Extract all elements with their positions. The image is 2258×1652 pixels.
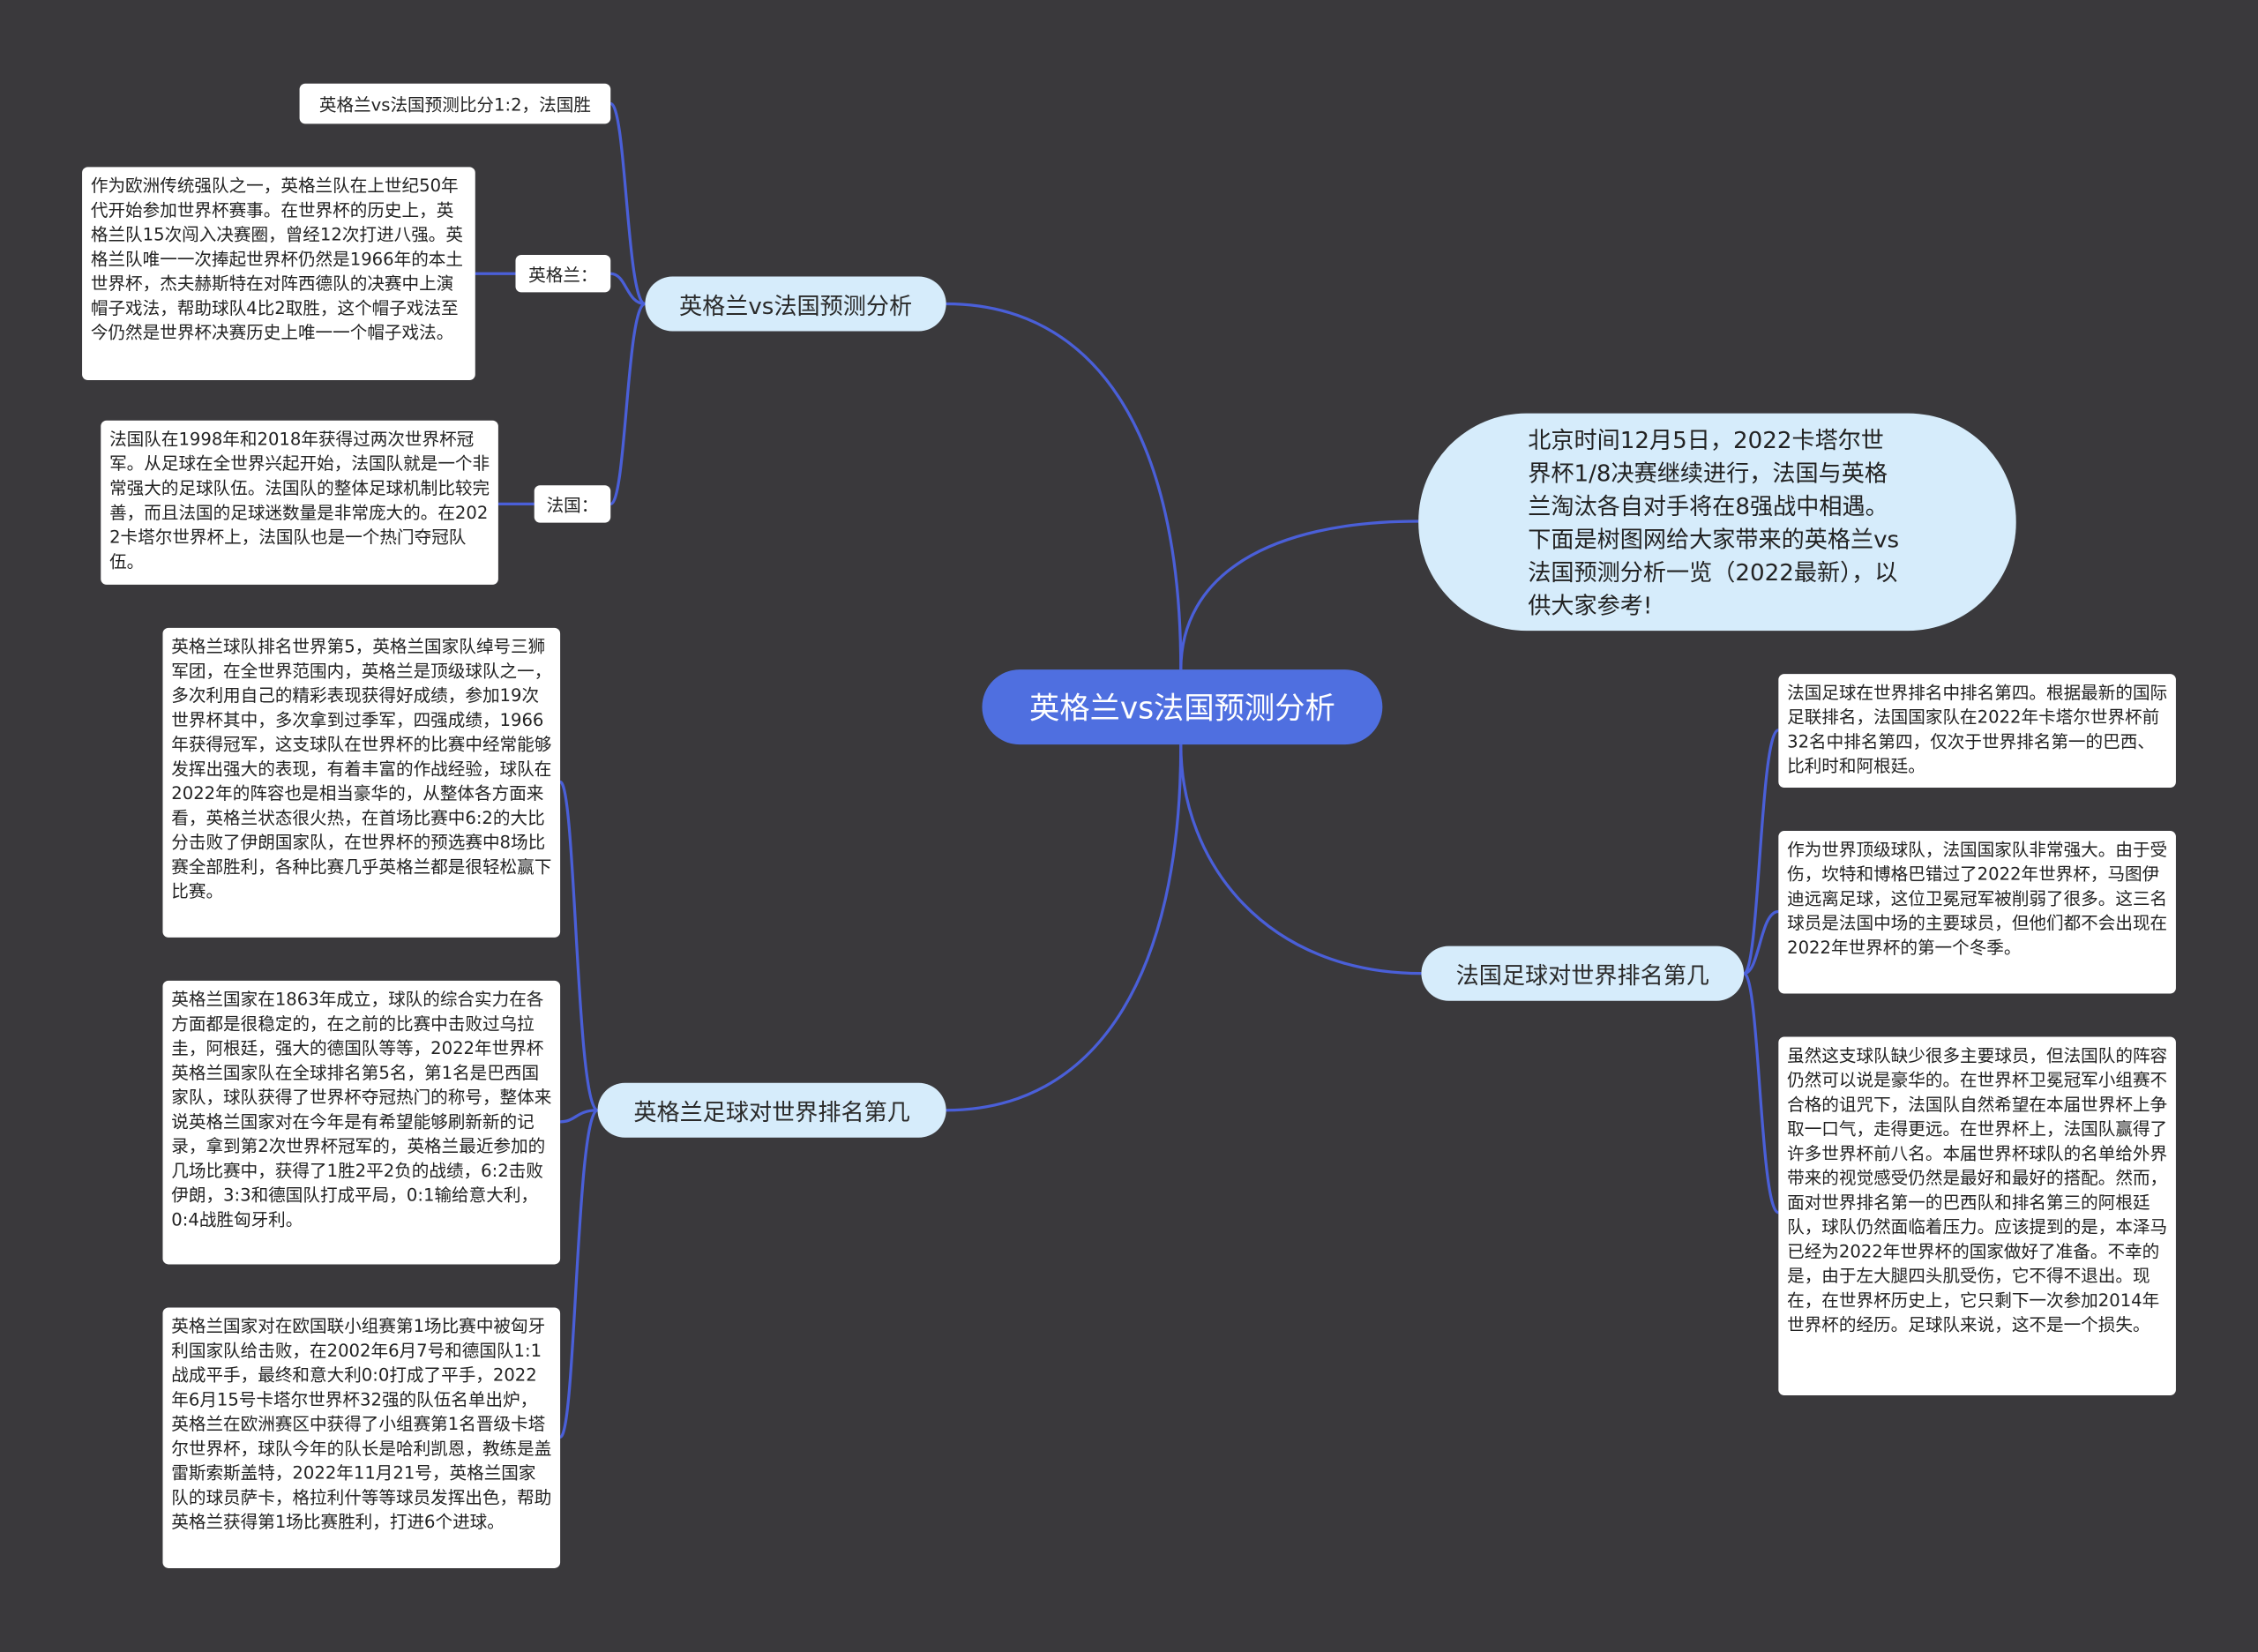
england-ranking-leaf-3[interactable]: 英格兰国家对在欧国联小组赛第1场比赛中被匈牙利国家队给击败，在2002年6月7号… — [162, 1307, 561, 1568]
france-label[interactable]: 法国： — [534, 485, 611, 523]
england-label[interactable]: 英格兰： — [515, 254, 611, 293]
prediction-score-leaf[interactable]: 英格兰vs法国预测比分1:2，法国胜 — [299, 83, 611, 124]
france-history-leaf[interactable]: 法国队在1998年和2018年获得过两次世界杯冠军。从足球在全世界兴起开始，法国… — [101, 420, 498, 585]
link-root-branch2 — [946, 744, 1183, 1112]
branch-prediction-analysis[interactable]: 英格兰vs法国预测分析 — [645, 276, 946, 332]
intro-text: 北京时间12月5日，2022卡塔尔世界杯1/8决赛继续进行，法国与英格兰淘汰各自… — [1528, 425, 1900, 619]
branch-england-ranking[interactable]: 英格兰足球对世界排名第几 — [597, 1082, 946, 1138]
root-topic[interactable]: 英格兰vs法国预测分析 — [982, 669, 1383, 745]
england-ranking-leaf-2[interactable]: 英格兰国家在1863年成立，球队的综合实力在各方面都是很稳定的，在之前的比赛中击… — [162, 980, 561, 1265]
france-ranking-leaf-1[interactable]: 法国足球在世界排名中排名第四。根据最新的国际足联排名，法国国家队在2022年卡塔… — [1778, 674, 2176, 789]
intro-node[interactable]: 北京时间12月5日，2022卡塔尔世界杯1/8决赛继续进行，法国与英格兰淘汰各自… — [1418, 413, 2016, 632]
france-ranking-leaf-2[interactable]: 作为世界顶级球队，法国国家队非常强大。由于受伤，坎特和博格巴错过了2022年世界… — [1778, 831, 2176, 994]
france-ranking-leaf-3[interactable]: 虽然这支球队缺少很多主要球员，但法国队的阵容仍然可以说是豪华的。在世界杯卫冕冠军… — [1778, 1036, 2176, 1396]
england-history-leaf[interactable]: 作为欧洲传统强队之一，英格兰队在上世纪50年代开始参加世界杯赛事。在世界杯的历史… — [82, 167, 475, 381]
link-root-branch3 — [1179, 744, 1422, 976]
branch-france-ranking[interactable]: 法国足球对世界排名第几 — [1421, 946, 1745, 1001]
england-ranking-leaf-1[interactable]: 英格兰球队排名世界第5，英格兰国家队绰号三狮军团，在全世界范围内，英格兰是顶级球… — [162, 627, 561, 938]
link-root-intro — [1179, 520, 1419, 670]
link-root-branch1 — [946, 302, 1183, 670]
